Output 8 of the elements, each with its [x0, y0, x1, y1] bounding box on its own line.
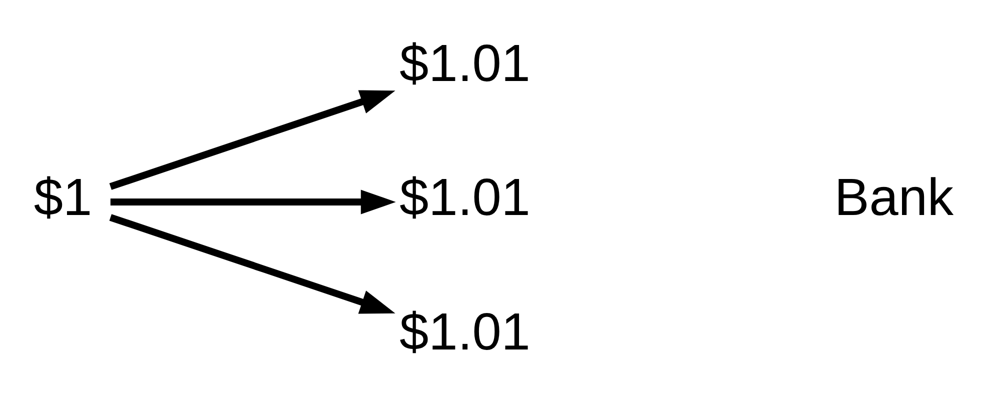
arrow	[109, 214, 396, 314]
node-text: $1	[34, 168, 92, 227]
node-text: $1.01	[400, 34, 530, 92]
arrow	[110, 189, 396, 214]
node-text: $1.01	[400, 302, 530, 361]
label: Bank	[834, 168, 954, 227]
arrow	[109, 90, 396, 190]
node-text: $1.01	[400, 168, 530, 227]
